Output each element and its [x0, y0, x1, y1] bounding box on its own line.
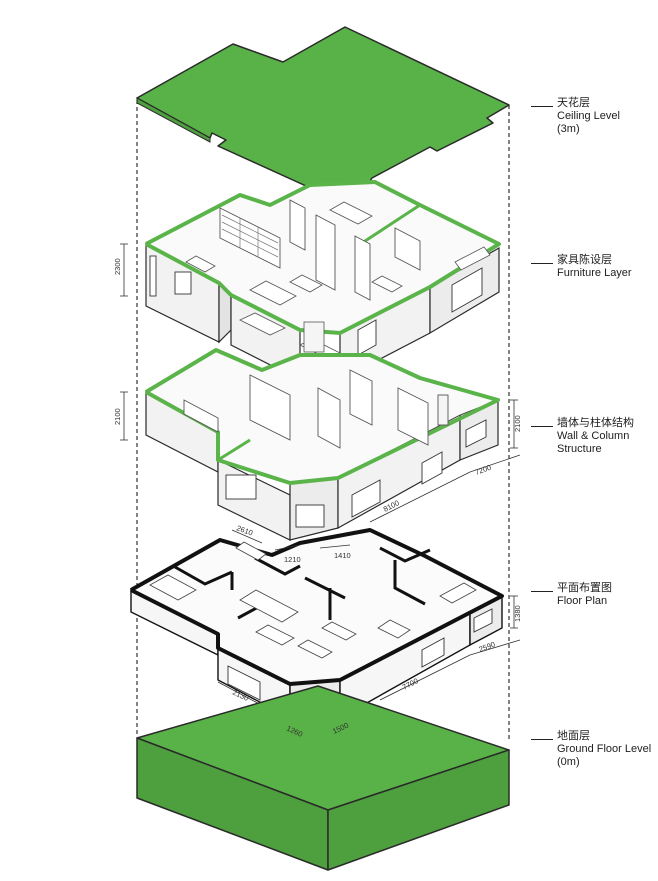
dim-wall-len-b: 7200: [474, 463, 493, 477]
wall-structure-layer: [120, 348, 521, 541]
label-cn: 墙体与柱体结构: [557, 417, 634, 429]
label-en: Furniture Layer: [557, 267, 632, 279]
leader-line: [531, 426, 553, 427]
ground-slab: [136, 685, 510, 871]
dashed-guides: [136, 100, 510, 740]
dim-plan-c: 1410: [334, 551, 351, 560]
label-en: Wall & Column: [557, 430, 630, 442]
label-en: Ceiling Level: [557, 110, 620, 122]
dim-furniture-height: 2300: [113, 258, 122, 275]
label-cn: 天花层: [557, 97, 590, 109]
label-cn: 平面布置图: [557, 582, 612, 594]
label-sub: (3m): [557, 123, 580, 135]
dim-plan-b: 1210: [284, 555, 301, 564]
label-cn: 家具陈设层: [557, 254, 612, 266]
furniture-layer: [120, 180, 501, 381]
label-en: Floor Plan: [557, 595, 608, 607]
dim-wall-height-left: 2100: [113, 408, 122, 425]
label-cn: 地面层: [557, 730, 590, 742]
label-en: Ground Floor Level: [557, 743, 652, 755]
dim-plan-d: 2590: [478, 640, 497, 654]
dim-wall-height-right: 2100: [513, 415, 522, 432]
label-sub: (0m): [557, 756, 580, 768]
label-sub: Structure: [557, 443, 602, 455]
leader-line: [531, 263, 553, 264]
leader-line: [531, 106, 553, 107]
leader-line: [531, 739, 553, 740]
floor-plan-layer: [129, 528, 521, 736]
dim-plan-height: 1380: [513, 605, 522, 622]
ceiling-slab: [136, 26, 510, 197]
leader-line: [531, 591, 553, 592]
